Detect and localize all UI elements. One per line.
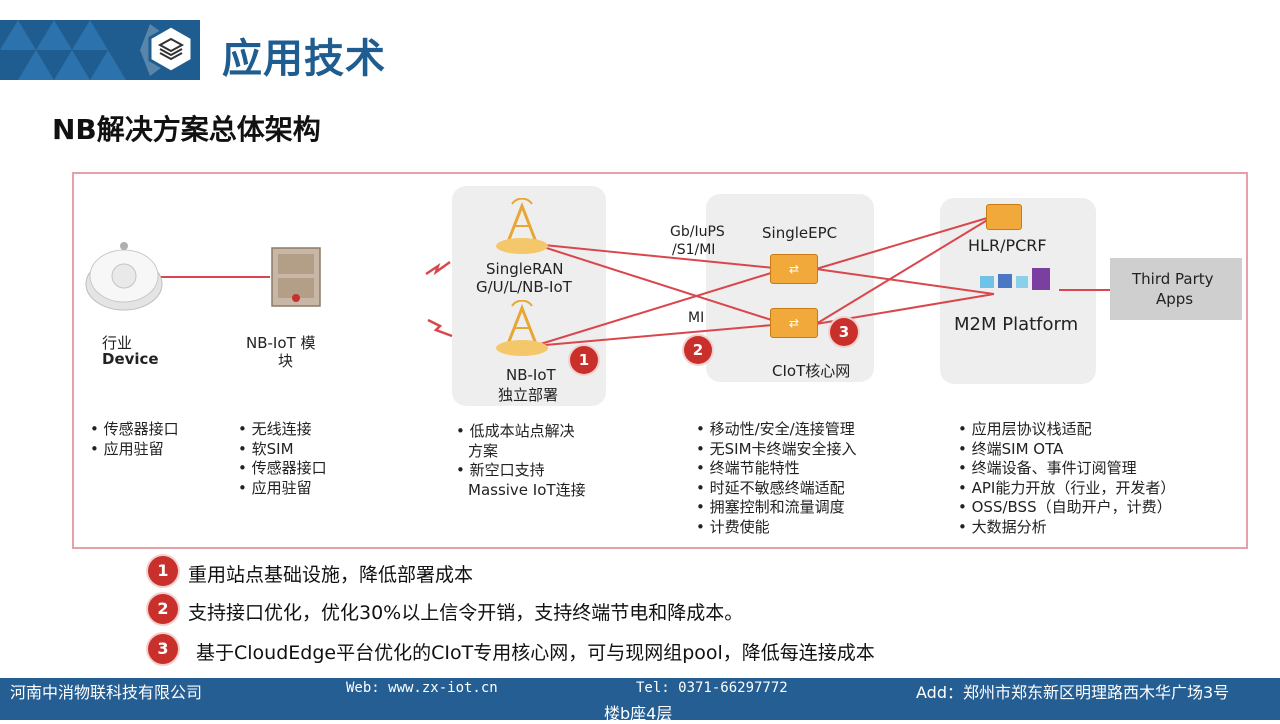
list-item: 低成本站点解决 [456, 422, 586, 442]
link-label-mi: MI [688, 310, 705, 326]
third-party-line1: Third Party [1132, 270, 1214, 288]
list-item-cont: Massive IoT连接 [468, 480, 586, 499]
module-bullets: 无线连接 软SIM 传感器接口 应用驻留 [238, 420, 327, 498]
list-item: 终端设备、事件订阅管理 [958, 459, 1175, 479]
footer-web: Web: www.zx-iot.cn [346, 680, 498, 696]
benefit-marker-3: 3 [148, 634, 178, 664]
ran-top-line1: SingleRAN [486, 260, 564, 278]
benefit-marker-2: 2 [148, 594, 178, 624]
marker-2: 2 [684, 336, 712, 364]
list-item: 计费使能 [696, 518, 857, 538]
ran-top-line2: G/U/L/NB-IoT [476, 278, 572, 296]
list-item: 终端节能特性 [696, 459, 857, 479]
layers-icon [146, 24, 196, 74]
device-label-en: Device [102, 350, 159, 368]
ran-bullets: 低成本站点解决 方案 新空口支持 Massive IoT连接 [456, 422, 586, 500]
epc-title: SingleEPC [762, 224, 838, 242]
list-item: 应用驻留 [90, 440, 179, 460]
module-label-line1: NB-IoT 模 [246, 334, 316, 352]
ciot-gateway-icon: ⇄ [770, 308, 818, 338]
benefit-text-2: 支持接口优化，优化30%以上信令开销，支持终端节电和降成本。 [188, 602, 744, 624]
m2m-label: M2M Platform [954, 314, 1079, 335]
list-item: API能力开放（行业，开发者） [958, 479, 1176, 499]
epc-bullets: 移动性/安全/连接管理 无SIM卡终端安全接入 终端节能特性 时延不敏感终端适配… [696, 420, 857, 537]
benefit-text-3: 基于CloudEdge平台优化的CIoT专用核心网，可与现网组pool，降低每连… [196, 642, 875, 664]
list-item: 传感器接口 [90, 420, 179, 440]
third-party-line2: Apps [1156, 290, 1194, 308]
hlr-server-icon [986, 204, 1022, 230]
link-label-gb-1: Gb/IuPS [670, 224, 725, 240]
list-item: 时延不敏感终端适配 [696, 479, 857, 499]
third-party-box [1110, 258, 1242, 320]
device-label-cn: 行业 [102, 334, 133, 352]
epc-panel [706, 194, 874, 382]
footer-address: Add：郑州市郑东新区明理路西木华广场3号 [916, 683, 1230, 702]
cell-tower-icon [490, 197, 554, 262]
list-item: 无线连接 [238, 420, 327, 440]
footer-bar: 河南中消物联科技有限公司 Web: www.zx-iot.cn Tel: 037… [0, 678, 1280, 723]
list-item: 无SIM卡终端安全接入 [696, 440, 857, 460]
ciot-label: CIoT核心网 [772, 362, 851, 380]
page-title: 应用技术 [222, 36, 386, 82]
module-label-line2: 块 [278, 352, 294, 370]
list-item: 拥塞控制和流量调度 [696, 498, 857, 518]
epc-gateway-icon: ⇄ [770, 254, 818, 284]
hlr-label: HLR/PCRF [968, 236, 1047, 255]
footer-address-cont: 楼b座4层 [604, 704, 673, 723]
network-links [160, 215, 1110, 347]
list-item-cont: 方案 [468, 441, 499, 460]
list-item: 软SIM [238, 440, 327, 460]
list-item: 移动性/安全/连接管理 [696, 420, 857, 440]
list-item: 终端SIM OTA [958, 440, 1175, 460]
ran-bottom-line1: NB-IoT [506, 366, 556, 384]
footer-company: 河南中消物联科技有限公司 [10, 683, 203, 702]
link-label-gb-2: /S1/MI [672, 242, 716, 258]
list-item: 传感器接口 [238, 459, 327, 479]
section-subtitle: NB解决方案总体架构 [52, 113, 321, 146]
list-item: 应用层协议栈适配 [958, 420, 1175, 440]
benefit-marker-1: 1 [148, 556, 178, 586]
list-item: 新空口支持 [456, 461, 586, 481]
marker-3: 3 [830, 318, 858, 346]
cell-tower-icon [490, 299, 554, 364]
ran-bottom-line2: 独立部署 [498, 386, 559, 404]
marker-1: 1 [570, 346, 598, 374]
m2m-blocks-icon [978, 266, 1058, 298]
footer-tel: Tel: 0371-66297772 [636, 680, 788, 696]
device-bullets: 传感器接口 应用驻留 [90, 420, 179, 459]
platform-bullets: 应用层协议栈适配 终端SIM OTA 终端设备、事件订阅管理 API能力开放（行… [958, 420, 1176, 538]
benefit-text-1: 重用站点基础设施，降低部署成本 [188, 564, 474, 586]
list-item: 大数据分析 [958, 518, 1175, 538]
list-item: OSS/BSS（自助开户，计费） [958, 498, 1175, 518]
list-item: 应用驻留 [238, 479, 327, 499]
nbiot-module-icon [270, 246, 322, 312]
architecture-diagram: 行业 Device NB-IoT 模 块 SingleRAN G/U/L/NB-… [72, 172, 1248, 549]
smoke-detector-icon [82, 236, 166, 320]
